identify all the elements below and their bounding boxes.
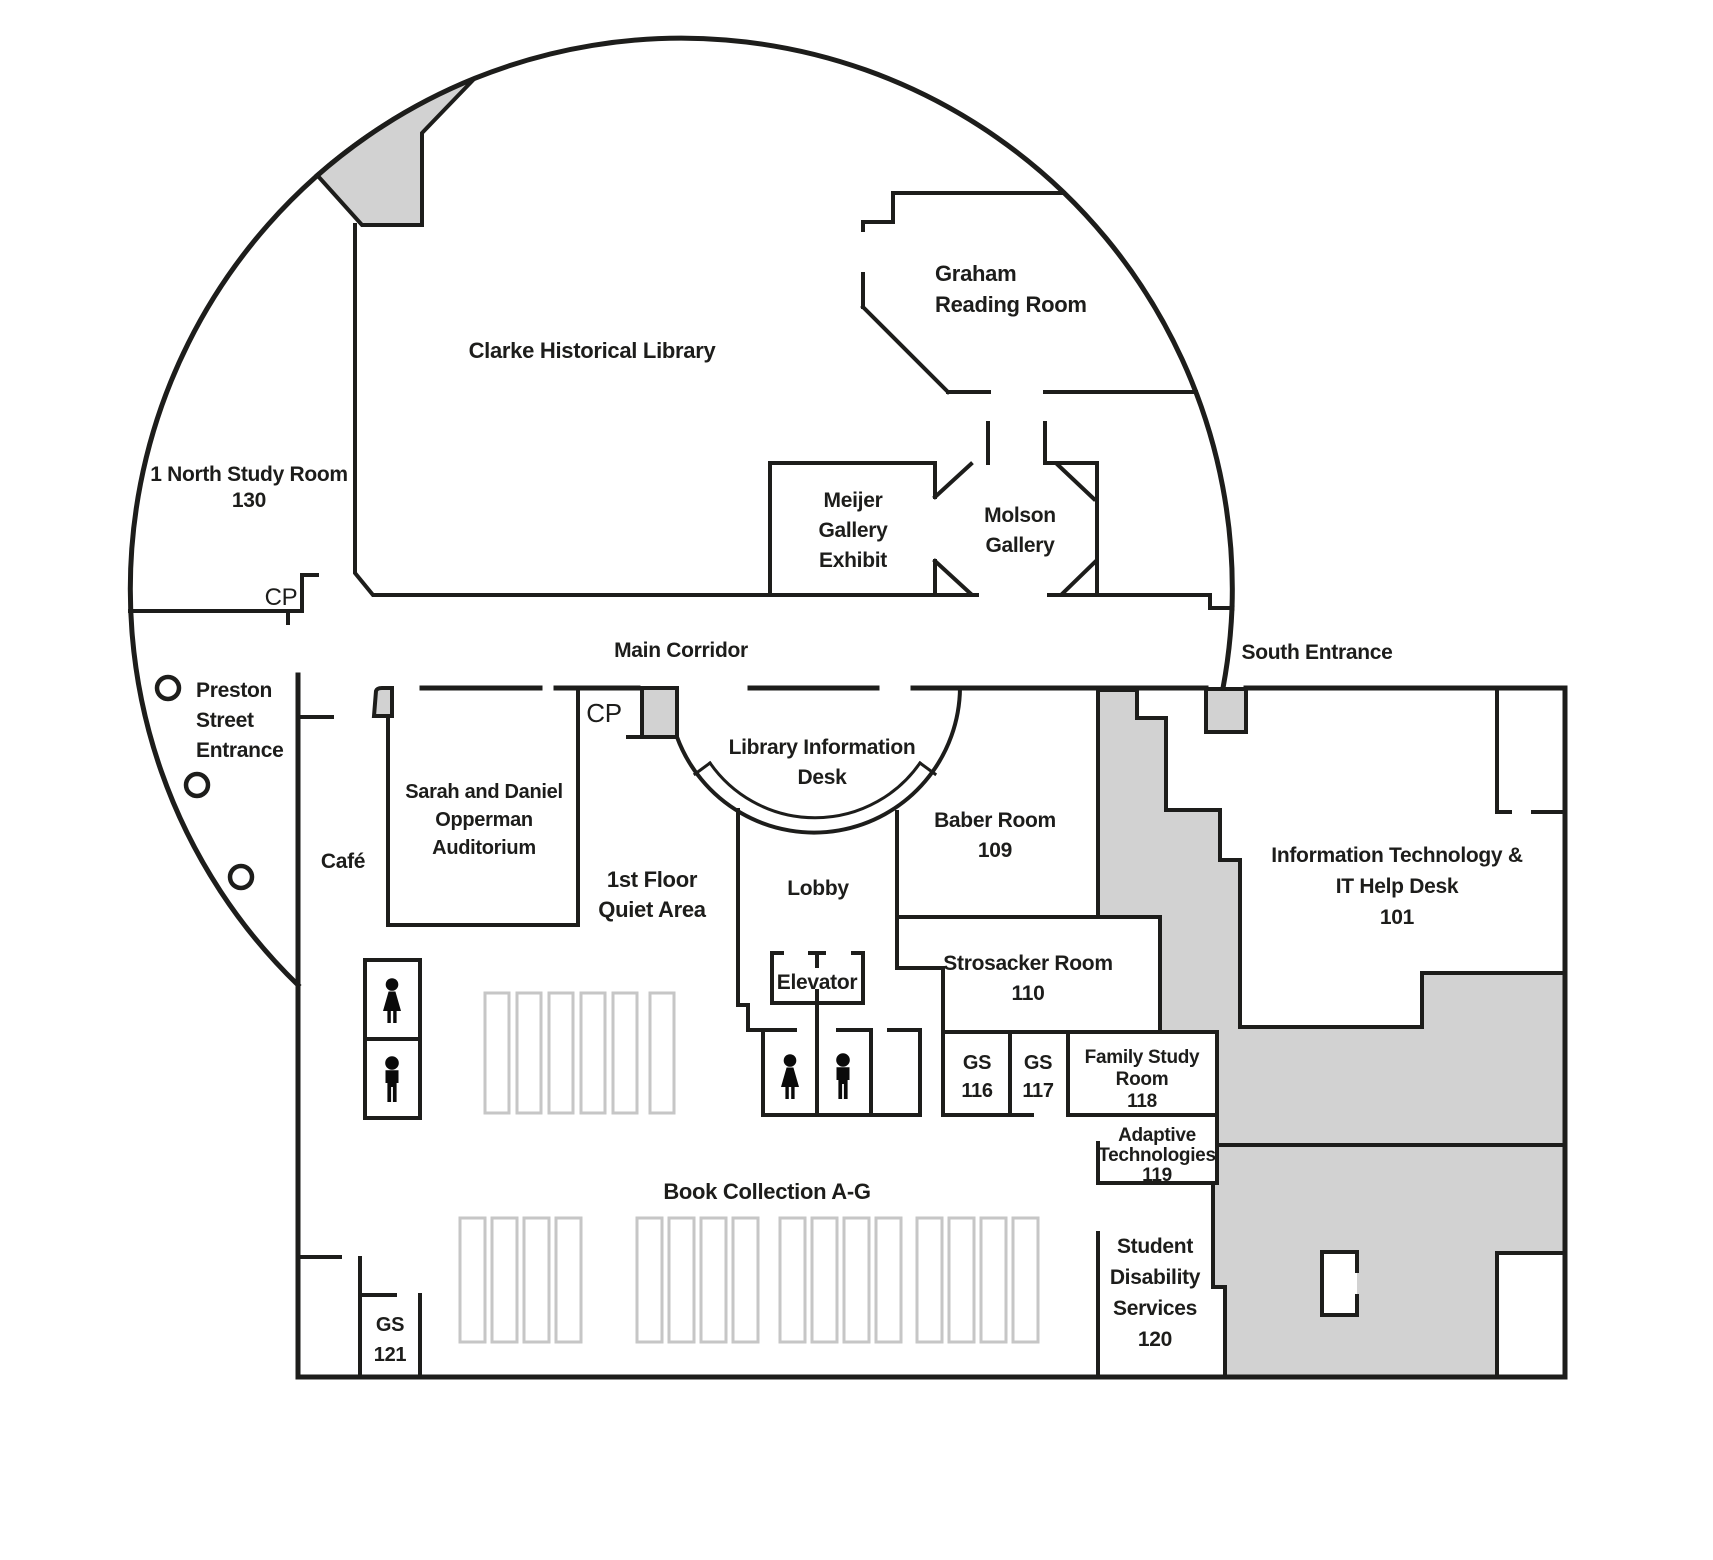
building-outline bbox=[127, 35, 1568, 1380]
man-icon bbox=[836, 1053, 850, 1099]
book-stack bbox=[1011, 1216, 1040, 1344]
desk-outer-arc bbox=[674, 685, 963, 835]
book-stacks bbox=[458, 991, 1040, 1344]
lobby-restroom-walls bbox=[746, 1001, 922, 1117]
book-stack bbox=[874, 1216, 903, 1344]
man-icon bbox=[385, 1056, 399, 1102]
quiet-area-restroom-walls bbox=[363, 958, 422, 1120]
information-desk bbox=[674, 685, 963, 835]
cafe-label: Café bbox=[321, 850, 365, 873]
book-stack bbox=[458, 1216, 487, 1344]
rotunda-arc bbox=[127, 35, 1235, 989]
column bbox=[183, 771, 211, 799]
cp-closet-shaded bbox=[640, 686, 679, 739]
book-stack bbox=[490, 1216, 519, 1344]
it-corner-room-walls bbox=[1495, 688, 1567, 814]
preston-entrance-columns bbox=[154, 674, 255, 891]
graham-reading-room-walls bbox=[860, 191, 1198, 395]
book-collection-a-g-label: Book Collection A-G bbox=[663, 1179, 870, 1204]
south-entrance-vestibule bbox=[1204, 687, 1248, 734]
book-stack bbox=[547, 991, 575, 1115]
lower-building-walls bbox=[295, 672, 1568, 1380]
book-stack bbox=[842, 1216, 871, 1344]
strosacker-gs-walls bbox=[895, 915, 1219, 1117]
adaptive-technologies-walls bbox=[1096, 1141, 1215, 1185]
desk-inner-arc bbox=[707, 760, 923, 820]
book-stack bbox=[667, 1216, 696, 1344]
book-stack bbox=[947, 1216, 976, 1344]
elevator-walls bbox=[770, 951, 865, 1005]
cp-upper-notch-walls bbox=[128, 573, 319, 625]
lobby-partition-walls bbox=[736, 808, 945, 1117]
cp-lower-label: CP bbox=[586, 698, 622, 728]
lobby-label: Lobby bbox=[787, 877, 849, 900]
desk-end-ticks bbox=[692, 760, 938, 777]
elevator-label: Elevator bbox=[777, 971, 858, 994]
book-stack bbox=[648, 991, 676, 1115]
auditorium-entry-wedge bbox=[371, 686, 394, 718]
clarke-entry-wedge bbox=[314, 76, 477, 227]
interior-walls bbox=[128, 191, 1567, 1379]
molson-gallery-walls bbox=[1043, 461, 1099, 597]
gallery-passage-walls bbox=[986, 421, 1047, 465]
auditorium-walls bbox=[386, 686, 580, 927]
book-stack bbox=[778, 1216, 807, 1344]
shaded-areas bbox=[314, 76, 1567, 1379]
column bbox=[227, 863, 255, 891]
column bbox=[154, 674, 182, 702]
book-stack bbox=[699, 1216, 728, 1344]
book-stack bbox=[635, 1216, 664, 1344]
woman-icon bbox=[781, 1054, 799, 1099]
restroom-icons bbox=[383, 978, 850, 1102]
book-stack bbox=[522, 1216, 551, 1344]
book-stack bbox=[579, 991, 607, 1115]
book-stack bbox=[515, 991, 543, 1115]
clarke-library-walls bbox=[353, 223, 979, 597]
gs-121-walls bbox=[296, 1255, 422, 1379]
cp-upper-label: CP bbox=[265, 584, 298, 611]
book-stack bbox=[554, 1216, 583, 1344]
woman-icon bbox=[383, 978, 401, 1023]
meijer-gallery-walls bbox=[768, 461, 974, 597]
corridor-east-walls bbox=[1095, 593, 1234, 610]
book-stack bbox=[979, 1216, 1008, 1344]
book-stack bbox=[611, 991, 639, 1115]
rotunda-arc-south-entrance bbox=[1220, 605, 1235, 691]
book-stack bbox=[915, 1216, 944, 1344]
clarke-historical-library-label: Clarke Historical Library bbox=[469, 338, 717, 363]
book-stack bbox=[810, 1216, 839, 1344]
book-stack bbox=[483, 991, 511, 1115]
south-entrance-label: South Entrance bbox=[1242, 641, 1393, 664]
service-core-closet bbox=[1320, 1250, 1359, 1317]
book-stack bbox=[731, 1216, 760, 1344]
main-corridor-label: Main Corridor bbox=[614, 639, 748, 662]
